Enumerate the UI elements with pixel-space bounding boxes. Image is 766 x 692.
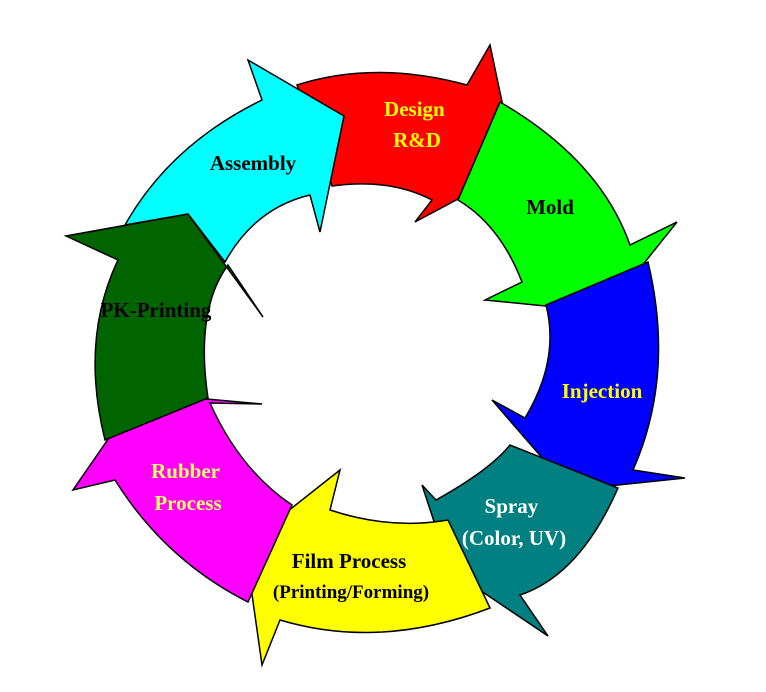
pk-printing-label: PK-Printing <box>101 298 212 322</box>
film-process-label-line1: Film Process <box>292 549 407 573</box>
rubber-process-label-line1: Rubber <box>151 459 220 483</box>
design-label-line1: Design <box>384 97 445 121</box>
spray-arrow <box>421 444 619 637</box>
rubber-process-arrow <box>71 392 293 604</box>
rubber-process-label: Rubber Process <box>151 459 225 515</box>
design-label: Design R&D <box>384 97 450 152</box>
film-process-label: Film Process (Printing/Forming) <box>273 549 429 603</box>
injection-arrow <box>491 260 686 491</box>
assembly-label-line1: Assembly <box>210 151 297 175</box>
injection-label: Injection <box>562 379 643 403</box>
assembly-label: Assembly <box>210 151 297 175</box>
rubber-process-label-line2: Process <box>154 491 221 515</box>
design-arrow <box>296 42 517 223</box>
spray-label: Spray (Color, UV) <box>462 494 566 550</box>
spray-label-line2: (Color, UV) <box>462 526 566 550</box>
design-label-line2: R&D <box>393 128 441 152</box>
mold-label-line1: Mold <box>526 195 574 219</box>
mold-label: Mold <box>526 195 574 219</box>
spray-label-line1: Spray <box>485 494 539 518</box>
injection-label-line1: Injection <box>562 379 643 403</box>
mold-arrow <box>457 100 678 313</box>
assembly-arrow <box>123 58 345 264</box>
film-process-label-line2: (Printing/Forming) <box>273 582 429 603</box>
film-process-arrow <box>244 468 492 668</box>
pk-printing-label-line1: PK-Printing <box>101 298 212 322</box>
